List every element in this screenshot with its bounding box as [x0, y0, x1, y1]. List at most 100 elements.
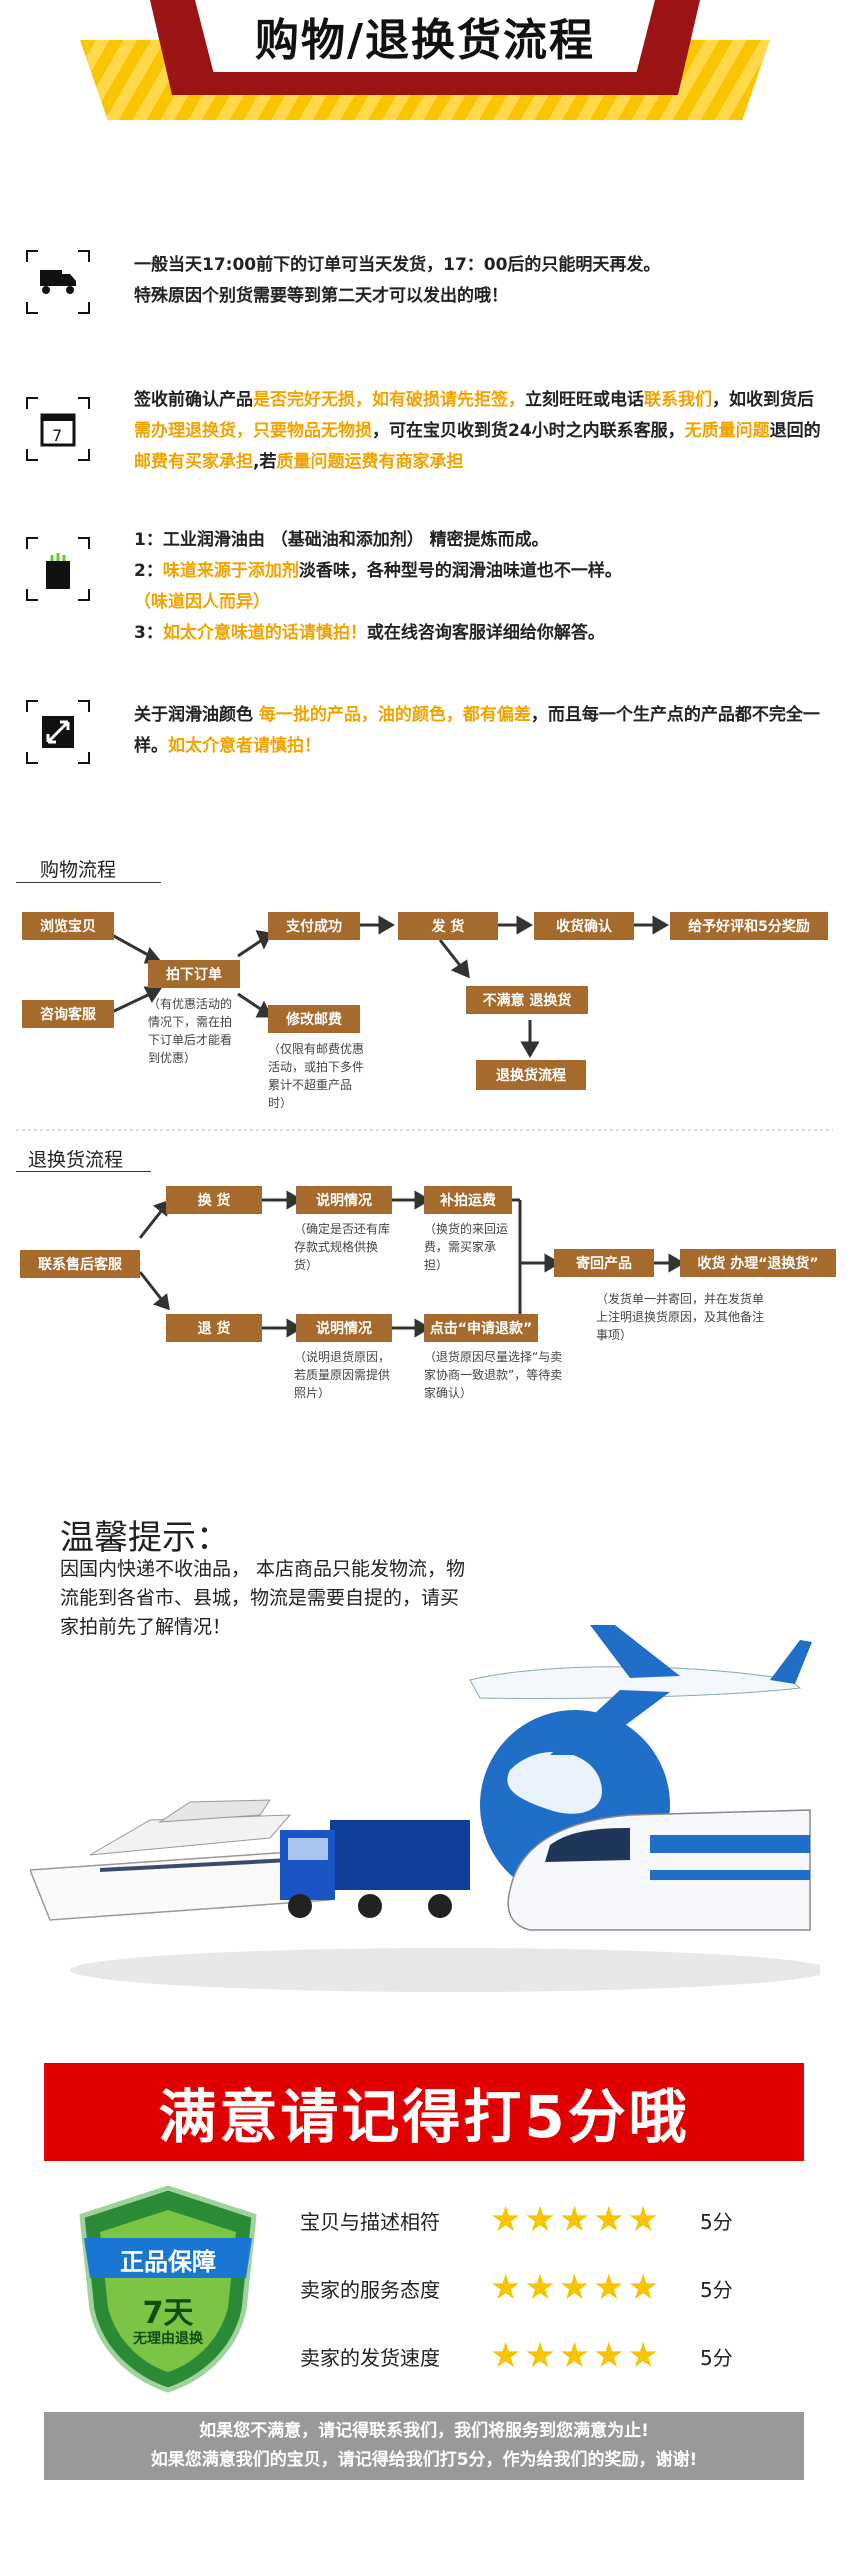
highlight-text: 联系我们 [644, 390, 712, 410]
flow-modify-postage: 修改邮费 [268, 1005, 360, 1033]
resize-icon [26, 700, 90, 764]
highlight-text: （味道因人而异） [134, 592, 270, 612]
flow-pay-extra-note: （换货的来回运费，需买家承担） [424, 1222, 509, 1272]
notice-segment: ,若 [253, 452, 277, 472]
notice-segment: 退回的 [769, 421, 821, 441]
flow-contact: 联系售后客服 [20, 1250, 140, 1278]
rating-label: 卖家的服务态度 [300, 2278, 440, 2302]
notice-segment: ，而且每一个生产点的产品都不完全一样。 [134, 705, 820, 756]
highlight-text: 邮费有买家承担 [134, 452, 253, 472]
flow-refund: 退 货 [166, 1314, 262, 1342]
rating-banner-text: 满意请记得打5分哦 [158, 2083, 690, 2151]
highlight-text: 是否完好无损，如有破损请先拒签， [253, 390, 525, 410]
star-icon: ★★★★★ [490, 2268, 662, 2308]
flow-return-link: 退换货流程 [476, 1060, 586, 1090]
rating-label: 宝贝与描述相符 [300, 2210, 440, 2234]
notice-segment: 立刻旺旺或电话 [525, 390, 644, 410]
flow-browse: 浏览宝贝 [22, 912, 114, 940]
highlight-text: 质量问题运费有商家承担 [276, 452, 464, 472]
rating-banner: 满意请记得打5分哦 [44, 2063, 804, 2161]
page-title: 购物/退换货流程 [254, 15, 596, 66]
rating-row: 卖家的服务态度 ★★★★★ 5分 [300, 2268, 770, 2308]
flow-explain-exchange-note: （确定是否还有库存款式规格供换货） [294, 1222, 391, 1272]
rating-row: 宝贝与描述相符 ★★★★★ 5分 [300, 2200, 770, 2240]
flow-consult: 咨询客服 [22, 1000, 114, 1028]
notice-segment: 关于润滑油颜色 [134, 705, 259, 725]
flow-explain-refund-note: （说明退货原因，若质量原因需提供照片） [294, 1350, 391, 1400]
truck-icon [280, 1820, 470, 1918]
notice-segment: 签收前确认产品 [134, 390, 253, 410]
highlight-text: 每一批的产品，油的颜色，都有偏差 [258, 705, 531, 725]
flow-apply-refund-note: （退货原因尽量选择“与卖家协商一致退款”，等待卖家确认） [424, 1350, 563, 1400]
flow-unsatisfied: 不满意 退换货 [466, 986, 588, 1014]
header-title-box: 购物/退换货流程 [195, 0, 655, 72]
shield-icon [79, 2185, 257, 2393]
train-icon [507, 1809, 811, 1931]
notice-text: 关于润滑油颜色 每一批的产品，油的颜色，都有偏差，而且每一个生产点的产品都不完全… [134, 700, 824, 762]
ship-icon [30, 1799, 331, 1921]
rating-row: 卖家的发货速度 ★★★★★ 5分 [300, 2336, 770, 2376]
badge-title: 正品保障 [120, 2248, 216, 2276]
highlight-text: 需办理退换货，只要物品无物损 [134, 421, 372, 441]
notice-shipping: 一般当天17:00前下的订单可当天发货，17：00后的只能明天再发。特殊原因个别… [26, 250, 816, 320]
calendar-icon: 7 [26, 397, 90, 461]
divider [16, 882, 161, 883]
notice-returns: 7 签收前确认产品是否完好无损，如有破损请先拒签，立刻旺旺或电话联系我们，如收到… [26, 385, 821, 495]
flow-pay-extra: 补拍运费 [424, 1186, 512, 1214]
notice-segment: ，如收到货后 [712, 390, 814, 410]
notice-segment: ，可在宝贝收到货24小时之内联系客服， [372, 421, 685, 441]
oil-can-icon [26, 537, 90, 601]
flow-send-back: 寄回产品 [554, 1249, 654, 1277]
header-banner: 购物/退换货流程 [0, 0, 849, 130]
flow-order-note: （有优惠活动的情况下，需在拍下订单后才能看到优惠） [148, 997, 233, 1065]
notice-segment: 一般当天17:00前下的订单可当天发货，17：00后的只能明天再发。 [134, 255, 661, 275]
highlight-text: 如太介意者请慎拍！ [168, 736, 321, 756]
rating-score: 5分 [700, 2210, 733, 2234]
rating-score: 5分 [700, 2278, 733, 2302]
flow-apply-refund: 点击“申请退款” [424, 1314, 538, 1342]
return-flow-title: 退换货流程 [28, 1149, 124, 1171]
notice-segment: 2： [134, 561, 163, 581]
notice-text: 一般当天17:00前下的订单可当天发货，17：00后的只能明天再发。特殊原因个别… [134, 250, 824, 312]
flow-confirm: 收货确认 [534, 912, 634, 940]
flow-receive: 收货 办理“退换货” [680, 1249, 836, 1277]
flow-explain-exchange: 说明情况 [296, 1186, 392, 1214]
airplane-icon [469, 1625, 812, 1755]
rating-label: 卖家的发货速度 [300, 2346, 440, 2370]
flow-exchange: 换 货 [166, 1186, 262, 1214]
rating-score: 5分 [700, 2346, 733, 2370]
flow-send-note: （发货单一并寄回，并在发货单上注明退换货原因，及其他备注事项） [596, 1292, 765, 1342]
notice-segment: 3： [134, 623, 163, 643]
tips-body: 因国内快递不收油品， 本店商品只能发物流，物流能到各省市、县城，物流是需要自提的… [60, 1558, 466, 1638]
tips-heading: 温馨提示： [60, 1518, 230, 1558]
footer-line-1: 如果您不满意，请记得联系我们，我们将服务到您满意为止! [199, 2421, 649, 2441]
highlight-text: 味道来源于添加剂 [162, 561, 299, 581]
guarantee-badge: 正品保障 7天 无理由退换 [68, 2180, 268, 2395]
badge-days: 7天 [142, 2296, 194, 2331]
notice-text: 签收前确认产品是否完好无损，如有破损请先拒签，立刻旺旺或电话联系我们，如收到货后… [134, 385, 824, 478]
highlight-text: 如太介意味道的话请慎拍！ [162, 623, 367, 643]
rating-footer: 如果您不满意，请记得联系我们，我们将服务到您满意为止! 如果您满意我们的宝贝，请… [44, 2412, 804, 2480]
notice-segment: 1：工业润滑油由 （基础油和添加剂） 精密提炼而成。 [134, 530, 549, 550]
flow-rate: 给予好评和5分奖励 [670, 912, 828, 940]
star-icon: ★★★★★ [490, 2200, 662, 2240]
flow-ship: 发 货 [398, 912, 498, 940]
truck-icon [26, 250, 90, 314]
flow-explain-refund: 说明情况 [296, 1314, 392, 1342]
divider [16, 1171, 151, 1172]
flow-paid: 支付成功 [268, 912, 360, 940]
notice-text: 1：工业润滑油由 （基础油和添加剂） 精密提炼而成。2：味道来源于添加剂淡香味，… [134, 525, 824, 649]
star-icon: ★★★★★ [490, 2336, 662, 2376]
flow-order: 拍下订单 [148, 960, 240, 988]
svg-text:7: 7 [52, 426, 62, 445]
badge-sub: 无理由退换 [133, 2331, 203, 2347]
notice-segment: 或在线咨询客服详细给你解答。 [366, 623, 605, 643]
shopping-flow-title: 购物流程 [40, 859, 117, 881]
notice-color: 关于润滑油颜色 每一批的产品，油的颜色，都有偏差，而且每一个生产点的产品都不完全… [26, 700, 820, 770]
footer-line-2: 如果您满意我们的宝贝，请记得给我们打5分，作为给我们的奖励，谢谢! [150, 2450, 698, 2470]
transport-illustration [30, 1625, 820, 1992]
notice-segment: 特殊原因个别货需要等到第二天才可以发出的哦！ [134, 286, 508, 306]
flow-postage-note: （仅限有邮费优惠活动，或拍下多件累计不超重产品时） [268, 1042, 365, 1110]
notice-smell: 1：工业润滑油由 （基础油和添加剂） 精密提炼而成。2：味道来源于添加剂淡香味，… [26, 525, 816, 643]
